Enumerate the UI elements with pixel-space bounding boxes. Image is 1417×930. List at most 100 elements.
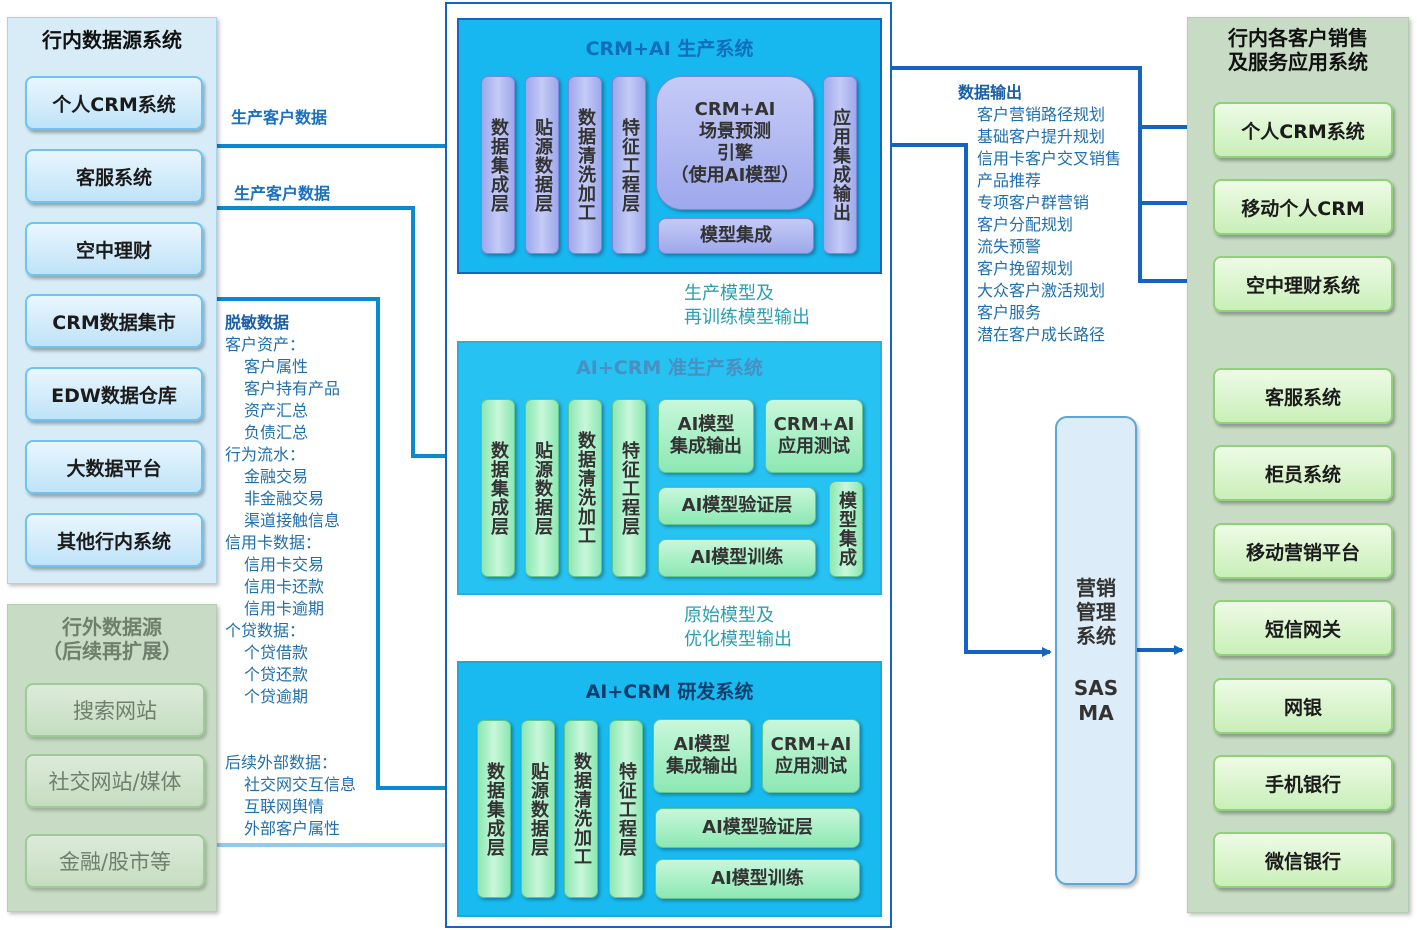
desens-item: 渠道接触信息 [244, 511, 341, 530]
box-line: 应用测试 [775, 756, 847, 777]
rnd-layer-cleansing[interactable]: 数据清洗加工 [564, 720, 598, 898]
desens-item: 个贷还款 [244, 665, 309, 684]
model-output-label-1: 生产模型及 再训练模型输出 [684, 282, 810, 330]
source-bigdata[interactable]: 大数据平台 [25, 440, 203, 494]
desens-item: 信用卡还款 [244, 577, 325, 596]
desens-item: 负债汇总 [244, 423, 309, 442]
desens-item: 信用卡逾期 [244, 599, 325, 618]
panel-title: 行内数据源系统 [42, 28, 182, 52]
box-line: AI模型 [677, 414, 735, 435]
app-sms-gateway[interactable]: 短信网关 [1213, 600, 1393, 656]
rnd-layer-feature[interactable]: 特征工程层 [609, 720, 643, 898]
sas-marketing-system[interactable]: 营销 管理 系统 SAS MA [1055, 416, 1137, 885]
line-output-low [1138, 203, 1209, 286]
desens-item: 个贷借款 [244, 643, 309, 662]
prod-layer-integration[interactable]: 数据集成层 [481, 76, 515, 254]
pre-layer-integration[interactable]: 数据集成层 [481, 399, 515, 577]
prod-model-integration[interactable]: 模型集成 [658, 218, 814, 254]
application-systems-panel: 行内各客户销售 及服务应用系统 个人CRM系统 移动个人CRM 空中理财系统 客… [1187, 17, 1409, 913]
prod-layer-source[interactable]: 贴源数据层 [525, 76, 559, 254]
rnd-layer-integration[interactable]: 数据集成层 [477, 720, 511, 898]
model-output-line: 优化模型输出 [684, 629, 792, 650]
line-output-top [878, 66, 1209, 132]
rnd-layer-source[interactable]: 贴源数据层 [521, 720, 555, 898]
box-line: AI模型 [673, 734, 731, 755]
ext-finance-stock[interactable]: 金融/股市等 [25, 834, 205, 888]
engine-line: CRM+AI [694, 99, 776, 120]
output-item: 专项客户群营销 [977, 193, 1090, 212]
pre-model-integration[interactable]: 模型集成 [829, 481, 863, 577]
pre-layer-source[interactable]: 贴源数据层 [525, 399, 559, 577]
output-head: 数据输出 [958, 83, 1023, 102]
output-item: 产品推荐 [977, 171, 1042, 190]
desens-item: 客户属性 [244, 357, 309, 376]
app-mobile-marketing[interactable]: 移动营销平台 [1213, 523, 1393, 579]
app-air-finance[interactable]: 空中理财系统 [1213, 256, 1393, 312]
output-item: 信用卡客户交叉销售 [977, 149, 1122, 168]
source-air-finance[interactable]: 空中理财 [25, 222, 203, 276]
label-prod-data-1: 生产客户数据 [231, 108, 328, 127]
rnd-model-train[interactable]: AI模型训练 [655, 859, 860, 899]
ext-data-item: 互联网舆情 [244, 797, 325, 816]
sas-line: 管理 [1076, 600, 1116, 624]
output-item: 基础客户提升规划 [977, 127, 1106, 146]
sas-line: 系统 [1076, 624, 1116, 648]
model-output-line: 原始模型及 [684, 605, 774, 626]
rnd-ai-model-output[interactable]: AI模型 集成输出 [653, 719, 751, 793]
app-online-banking[interactable]: 网银 [1213, 678, 1393, 734]
right-title-line2: 及服务应用系统 [1228, 50, 1368, 74]
pre-system: AI+CRM 准生产系统 数据集成层 贴源数据层 数据清洗加工 特征工程层 AI… [457, 341, 882, 595]
pre-layer-cleansing[interactable]: 数据清洗加工 [568, 399, 602, 577]
ext-title-line1: 行外数据源 [62, 615, 162, 639]
source-edw[interactable]: EDW数据仓库 [25, 367, 203, 421]
desens-item: 信用卡交易 [244, 555, 325, 574]
desensitized-data-list: 脱敏数据 客户资产： 客户属性 客户持有产品 资产汇总 负债汇总 行为流水： 金… [225, 312, 340, 708]
ext-social-media[interactable]: 社交网站/媒体 [25, 754, 205, 808]
ext-data-item: 社交网交互信息 [244, 775, 357, 794]
box-line: CRM+AI [770, 734, 852, 755]
rnd-model-verify[interactable]: AI模型验证层 [655, 808, 860, 848]
pre-app-test[interactable]: CRM+AI 应用测试 [765, 399, 863, 473]
sas-line: MA [1078, 701, 1114, 725]
pre-model-verify[interactable]: AI模型验证层 [658, 487, 816, 525]
app-teller[interactable]: 柜员系统 [1213, 445, 1393, 501]
pre-layer-feature[interactable]: 特征工程层 [612, 399, 646, 577]
app-personal-crm[interactable]: 个人CRM系统 [1213, 102, 1393, 158]
desens-item: 客户资产： [225, 335, 306, 354]
line-desens [217, 297, 454, 792]
model-output-label-2: 原始模型及 优化模型输出 [684, 604, 792, 652]
box-line: 集成输出 [670, 436, 742, 457]
prod-title: CRM+AI 生产系统 [585, 38, 754, 60]
app-mobile-crm[interactable]: 移动个人CRM [1213, 179, 1393, 235]
pre-title: AI+CRM 准生产系统 [576, 357, 763, 379]
rnd-title: AI+CRM 研发系统 [585, 681, 754, 703]
label-prod-data-2: 生产客户数据 [234, 184, 331, 203]
box-line: CRM+AI [773, 414, 855, 435]
prod-app-output[interactable]: 应用集成输出 [823, 76, 857, 254]
source-customer-service[interactable]: 客服系统 [25, 149, 203, 203]
pre-ai-model-output[interactable]: AI模型 集成输出 [658, 399, 754, 473]
rnd-app-test[interactable]: CRM+AI 应用测试 [762, 719, 860, 793]
output-item: 潜在客户成长路径 [977, 325, 1106, 344]
internal-data-source-panel: 行内数据源系统 个人CRM系统 客服系统 空中理财 CRM数据集市 EDW数据仓… [7, 17, 217, 584]
source-crm-datamart[interactable]: CRM数据集市 [25, 294, 203, 348]
prod-system: CRM+AI 生产系统 数据集成层 贴源数据层 数据清洗加工 特征工程层 CRM… [457, 18, 882, 274]
prod-layer-cleansing[interactable]: 数据清洗加工 [568, 76, 602, 254]
ext-data-item: 外部客户属性 [244, 819, 341, 838]
app-mobile-banking[interactable]: 手机银行 [1213, 755, 1393, 811]
data-output-list: 数据输出 客户营销路径规划 基础客户提升规划 信用卡客户交叉销售 产品推荐 专项… [958, 82, 1121, 346]
right-title-line1: 行内各客户销售 [1228, 26, 1368, 50]
prod-layer-feature[interactable]: 特征工程层 [612, 76, 646, 254]
desens-item: 个贷数据： [225, 621, 306, 640]
pre-model-train[interactable]: AI模型训练 [658, 539, 816, 577]
line-prod-data-2 [217, 206, 454, 460]
output-item: 客户营销路径规划 [977, 105, 1106, 124]
desens-item: 客户持有产品 [244, 379, 341, 398]
app-wechat-banking[interactable]: 微信银行 [1213, 832, 1393, 888]
ext-data-item: 后续外部数据： [225, 753, 338, 772]
prediction-engine[interactable]: CRM+AI 场景预测 引擎 （使用AI模型） [656, 76, 814, 210]
source-other[interactable]: 其他行内系统 [25, 513, 203, 567]
app-customer-service[interactable]: 客服系统 [1213, 368, 1393, 424]
ext-search-sites[interactable]: 搜索网站 [25, 683, 205, 737]
source-personal-crm[interactable]: 个人CRM系统 [25, 76, 203, 130]
